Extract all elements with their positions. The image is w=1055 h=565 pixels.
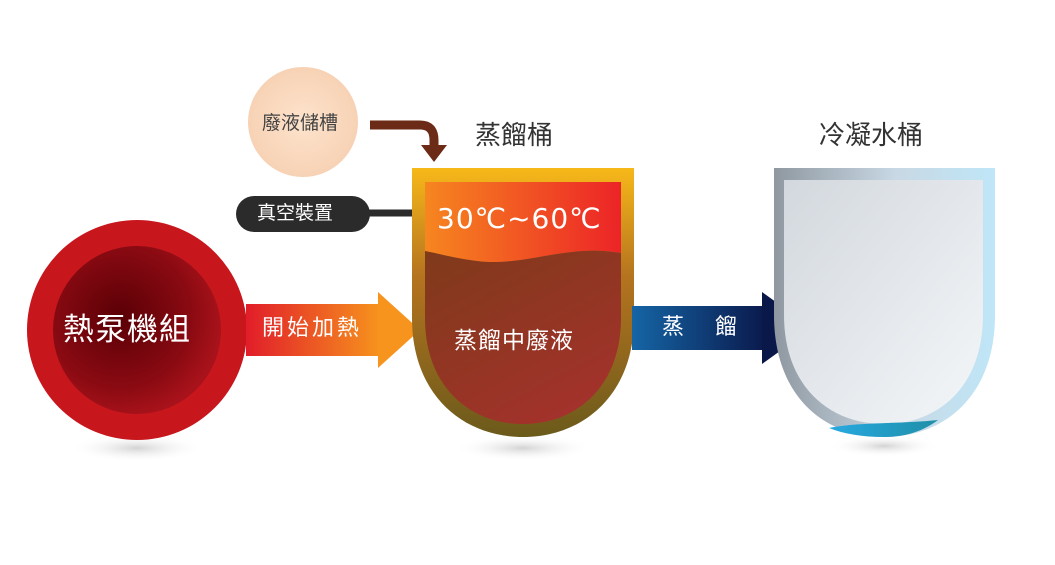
heat-pump-shadow (69, 434, 205, 462)
vacuum-device-label: 真空裝置 (257, 202, 334, 224)
distill-tank-shadow (453, 435, 593, 461)
vacuum-pill (236, 196, 370, 232)
heating-arrowhead (378, 292, 420, 368)
condensate-water (829, 420, 938, 437)
waste-tank-label: 廢液儲槽 (262, 112, 339, 134)
distill-tank-title: 蒸餾桶 (475, 121, 554, 151)
heat-pump-inner (53, 246, 221, 414)
temperature-range-label: 30℃~60℃ (437, 202, 602, 235)
distill-tank-liquid (425, 250, 621, 424)
condense-tank-shadow (829, 435, 939, 457)
distill-arrow-shaft (632, 306, 770, 350)
distill-flow-label: 蒸 餾 (662, 315, 749, 340)
waste-feed-arrowhead (421, 145, 447, 162)
distill-tank-heat-zone (425, 182, 621, 263)
waste-tank-circle (248, 67, 358, 177)
condense-tank-inner (784, 180, 983, 424)
waste-feed-arrow (370, 120, 439, 148)
heating-arrow-shaft (246, 304, 381, 356)
start-heating-label: 開始加熱 (262, 316, 363, 341)
distilling-waste-label: 蒸餾中廢液 (454, 328, 574, 354)
heat-pump-label: 熱泵機組 (63, 312, 191, 348)
condense-tank-title: 冷凝水桶 (819, 121, 924, 151)
